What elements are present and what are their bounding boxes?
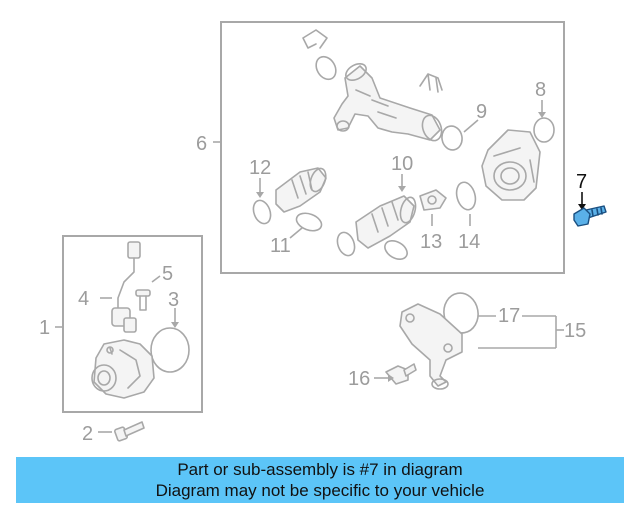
callout-16[interactable]: 16 [348, 368, 370, 390]
bolt-16-part[interactable] [385, 363, 417, 385]
assembly-box-1 [62, 235, 203, 413]
callout-2[interactable]: 2 [82, 423, 93, 445]
callout-9[interactable]: 9 [476, 101, 487, 123]
callout-10[interactable]: 10 [391, 153, 413, 175]
callout-7[interactable]: 7 [576, 171, 587, 193]
callout-17[interactable]: 17 [498, 305, 520, 327]
temperature-sensor-13-part[interactable] [419, 189, 447, 211]
coolant-hose-part[interactable] [275, 166, 329, 213]
assembly-box-6 [220, 21, 565, 274]
hose-clip-part-2[interactable] [419, 73, 443, 93]
callout-1[interactable]: 1 [39, 317, 50, 339]
coolant-hose-10-part[interactable] [355, 195, 418, 249]
o-ring-8-part[interactable] [533, 117, 555, 143]
thermostat-housing-part[interactable] [481, 129, 541, 201]
callout-4[interactable]: 4 [78, 288, 89, 310]
o-ring-9-part[interactable] [440, 124, 464, 151]
callout-3[interactable]: 3 [168, 289, 179, 311]
parts-diagram: 6 9 8 12 11 [39, 21, 607, 445]
water-pump-part[interactable] [91, 339, 155, 399]
callout-13[interactable]: 13 [420, 231, 442, 253]
o-ring-14-part[interactable] [454, 180, 479, 212]
hose-clip-part[interactable] [302, 29, 328, 49]
control-valve-4-part[interactable] [111, 241, 141, 333]
screw-5-part[interactable] [135, 289, 151, 311]
o-ring-part[interactable] [312, 53, 340, 83]
bolt-2-part[interactable] [114, 421, 145, 442]
callout-15[interactable]: 15 [564, 320, 586, 342]
callout-8[interactable]: 8 [535, 79, 546, 101]
coolant-pipe-flange-part[interactable] [399, 303, 463, 390]
callout-5[interactable]: 5 [162, 263, 173, 285]
callout-14[interactable]: 14 [458, 231, 480, 253]
caption-line-2: Diagram may not be specific to your vehi… [155, 481, 485, 500]
o-ring-3-part[interactable] [150, 327, 190, 373]
o-ring-12-part[interactable] [250, 198, 273, 226]
callout-6[interactable]: 6 [196, 133, 207, 155]
clamp-11-part[interactable] [294, 210, 324, 234]
bolt-7-highlighted-part[interactable] [573, 205, 607, 227]
callout-11[interactable]: 11 [270, 235, 291, 257]
caption-banner: Part or sub-assembly is #7 in diagram Di… [16, 457, 624, 503]
gasket-17-part[interactable] [441, 290, 481, 335]
coolant-pipe-housing-part[interactable] [333, 60, 445, 143]
caption-line-1: Part or sub-assembly is #7 in diagram [177, 460, 463, 479]
o-ring-10-part[interactable] [334, 230, 357, 258]
clamp-10-part[interactable] [382, 237, 411, 263]
callout-12[interactable]: 12 [249, 157, 271, 179]
